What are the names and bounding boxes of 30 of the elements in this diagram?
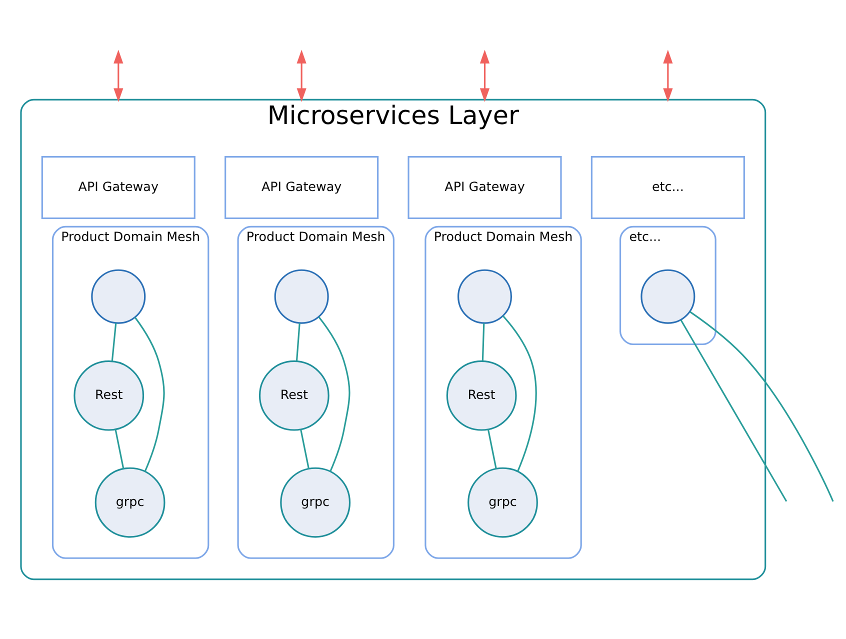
node-circle <box>640 269 696 324</box>
node-circle: Rest <box>446 360 517 431</box>
connector <box>482 323 485 361</box>
node-circle: grpc <box>94 467 166 538</box>
arrow <box>114 50 124 102</box>
node-box: etc... <box>590 156 745 220</box>
connector <box>111 323 117 362</box>
arrow <box>663 50 673 102</box>
connector <box>487 429 497 469</box>
node-box: API Gateway <box>41 156 196 220</box>
connector <box>296 323 300 362</box>
connector <box>318 316 350 472</box>
node-circle <box>91 269 146 324</box>
connector <box>502 315 537 472</box>
node-circle: grpc <box>468 467 538 538</box>
cluster: etc... <box>619 226 716 346</box>
connector <box>689 311 834 502</box>
node-circle: Rest <box>74 360 144 431</box>
node-box: API Gateway <box>408 156 562 220</box>
node-circle: grpc <box>280 467 351 538</box>
connector <box>680 319 788 502</box>
node-circle <box>274 269 329 324</box>
node-circle <box>457 269 512 324</box>
connector <box>300 429 310 469</box>
arrow <box>296 50 306 102</box>
node-circle: Rest <box>258 360 330 431</box>
connector <box>134 316 165 472</box>
connector <box>114 429 124 469</box>
node-box: API Gateway <box>224 156 379 220</box>
arrow <box>480 50 490 102</box>
